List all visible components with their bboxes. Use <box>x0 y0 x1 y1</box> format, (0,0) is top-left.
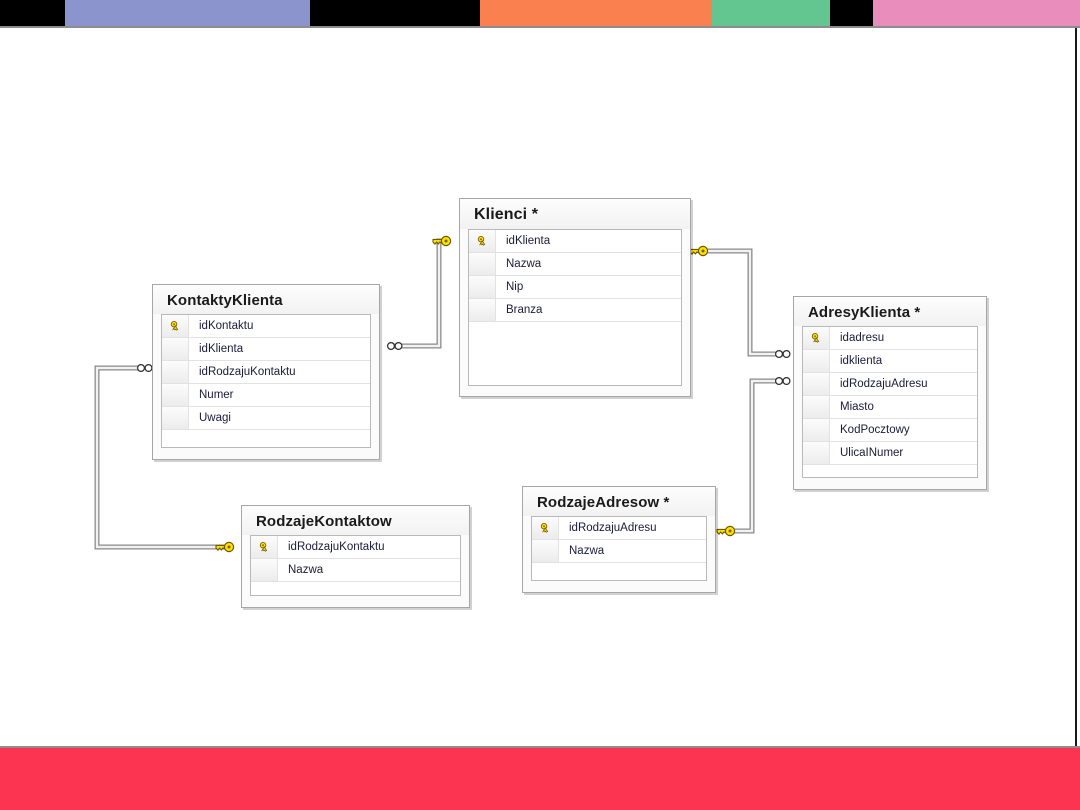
top-strip-shadow <box>0 26 1080 28</box>
field-row[interactable]: UlicaINumer <box>803 442 977 465</box>
field-name: Nip <box>506 281 524 293</box>
field-gutter <box>803 373 830 395</box>
field-name: idKontaktu <box>199 320 254 332</box>
field-row[interactable]: idKlienta <box>162 338 370 361</box>
field-gutter <box>162 384 189 406</box>
field-row[interactable]: Numer <box>162 384 370 407</box>
primary-key-icon <box>259 541 267 552</box>
primary-key-icon <box>811 332 819 343</box>
grid-empty-area <box>469 322 681 385</box>
field-row[interactable]: idadresu <box>803 327 977 350</box>
primary-key-gutter <box>532 517 559 539</box>
primary-key-gutter <box>251 536 278 558</box>
field-name: idKlienta <box>199 343 244 355</box>
field-name: idRodzajuAdresu <box>840 378 928 390</box>
grid-empty-area <box>532 563 706 580</box>
grid-empty-area <box>803 465 977 477</box>
entity-title-adresyklienta: AdresyKlienta * <box>794 297 986 326</box>
field-row[interactable]: Uwagi <box>162 407 370 430</box>
field-row[interactable]: idKlienta <box>469 230 681 253</box>
page-right-border <box>1075 26 1077 748</box>
bottom-band-shadow <box>0 746 1080 748</box>
field-name: idadresu <box>840 332 885 344</box>
segment-orange <box>480 0 712 26</box>
field-gutter <box>162 361 189 383</box>
field-row[interactable]: idRodzajuKontaktu <box>162 361 370 384</box>
entity-title-kontaktyklienta: KontaktyKlienta <box>153 285 379 314</box>
field-gutter <box>803 350 830 372</box>
field-row[interactable]: idklienta <box>803 350 977 373</box>
field-row[interactable]: Nazwa <box>532 540 706 563</box>
segment-black-3 <box>830 0 873 26</box>
field-row[interactable]: KodPocztowy <box>803 419 977 442</box>
entity-title-klienci: Klienci * <box>460 199 690 229</box>
field-name: Miasto <box>840 401 874 413</box>
field-row[interactable]: idKontaktu <box>162 315 370 338</box>
field-name: idRodzajuKontaktu <box>199 366 296 378</box>
field-gutter <box>803 396 830 418</box>
segment-periwinkle <box>65 0 310 26</box>
primary-key-icon <box>540 522 548 533</box>
field-row[interactable]: Branza <box>469 299 681 322</box>
field-name: idklienta <box>840 355 883 367</box>
field-gutter <box>803 419 830 441</box>
grid-empty-area <box>251 582 460 595</box>
entity-title-rodzajekontaktow: RodzajeKontaktow <box>242 506 469 535</box>
field-name: UlicaINumer <box>840 447 904 459</box>
segment-green <box>712 0 830 26</box>
field-name: idRodzajuKontaktu <box>288 541 385 553</box>
field-row[interactable]: Nazwa <box>469 253 681 276</box>
field-gutter <box>251 559 278 581</box>
segment-black-2 <box>310 0 480 26</box>
field-row[interactable]: idRodzajuAdresu <box>532 517 706 540</box>
field-name: Nazwa <box>506 258 542 270</box>
field-gutter <box>803 442 830 464</box>
segment-pink <box>873 0 1080 26</box>
field-row[interactable]: idRodzajuKontaktu <box>251 536 460 559</box>
field-name: idKlienta <box>506 235 551 247</box>
entity-table-kontaktyklienta[interactable]: KontaktyKlienta idKontaktu idKlienta idRodz… <box>152 284 380 460</box>
field-gutter <box>162 338 189 360</box>
field-name: Branza <box>506 304 543 316</box>
field-gutter <box>469 253 496 275</box>
primary-key-gutter <box>469 230 496 252</box>
primary-key-icon <box>170 320 178 331</box>
field-gutter <box>532 540 559 562</box>
top-color-strip <box>0 0 1080 26</box>
bottom-red-band <box>0 748 1080 810</box>
field-name: Numer <box>199 389 234 401</box>
segment-black-1 <box>0 0 65 26</box>
field-row[interactable]: Nip <box>469 276 681 299</box>
field-name: Uwagi <box>199 412 231 424</box>
field-name: Nazwa <box>288 564 324 576</box>
field-row[interactable]: Nazwa <box>251 559 460 582</box>
field-gutter <box>162 407 189 429</box>
primary-key-gutter <box>803 327 830 349</box>
primary-key-icon <box>477 235 485 246</box>
field-name: Nazwa <box>569 545 605 557</box>
grid-empty-area <box>162 430 370 447</box>
entity-title-rodzajeadresow: RodzajeAdresow * <box>523 487 715 516</box>
field-gutter <box>469 299 496 321</box>
field-name: KodPocztowy <box>840 424 910 436</box>
primary-key-gutter <box>162 315 189 337</box>
field-row[interactable]: idRodzajuAdresu <box>803 373 977 396</box>
field-name: idRodzajuAdresu <box>569 522 657 534</box>
entity-table-adresyklienta[interactable]: AdresyKlienta * idadresu idklienta idRodzaj… <box>793 296 987 490</box>
field-gutter <box>469 276 496 298</box>
field-row[interactable]: Miasto <box>803 396 977 419</box>
